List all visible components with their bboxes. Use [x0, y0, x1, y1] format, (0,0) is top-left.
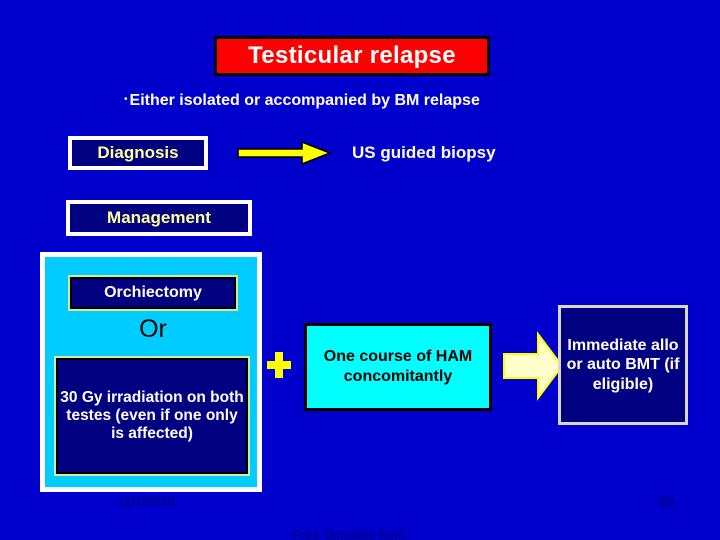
plus-icon — [266, 351, 292, 379]
page-title: Testicular relapse — [248, 42, 456, 69]
bmt-label: Immediate allo or auto BMT (if eligible) — [566, 337, 680, 393]
orchiectomy-box: Orchiectomy — [68, 275, 238, 311]
management-label: Management — [107, 208, 211, 227]
irradiation-label: 30 Gy irradiation on both testes (even i… — [60, 388, 244, 443]
bullet-dot-icon: • — [124, 93, 128, 105]
irradiation-box: 30 Gy irradiation on both testes (even i… — [54, 356, 250, 476]
block-right-arrow-icon — [502, 330, 564, 402]
bullet-text: Either isolated or accompanied by BM rel… — [129, 92, 480, 109]
footer-page-number: 89 — [660, 494, 675, 509]
diagnosis-label-box: Diagnosis — [68, 136, 208, 170]
or-separator-label: Or — [139, 315, 167, 343]
management-label-box: Management — [66, 200, 252, 236]
bullet-line: • Either isolated or accompanied by BM r… — [124, 90, 604, 112]
ham-label: One course of HAM concomitantly — [323, 348, 473, 385]
footer-credit-line1: Free Template from — [292, 526, 406, 540]
us-guided-biopsy-text: US guided biopsy — [352, 143, 496, 162]
footer-credit: Free Template from www.brainybetty.com — [288, 494, 410, 540]
bmt-box: Immediate allo or auto BMT (if eligible) — [558, 305, 688, 425]
ham-chemotherapy-box: One course of HAM concomitantly — [304, 323, 492, 411]
diagnosis-label: Diagnosis — [97, 143, 179, 162]
orchiectomy-label: Orchiectomy — [104, 283, 202, 301]
slide-title-box: Testicular relapse — [214, 36, 490, 76]
footer-date: 11/1/2020 — [118, 494, 175, 509]
right-arrow-icon — [236, 140, 333, 166]
